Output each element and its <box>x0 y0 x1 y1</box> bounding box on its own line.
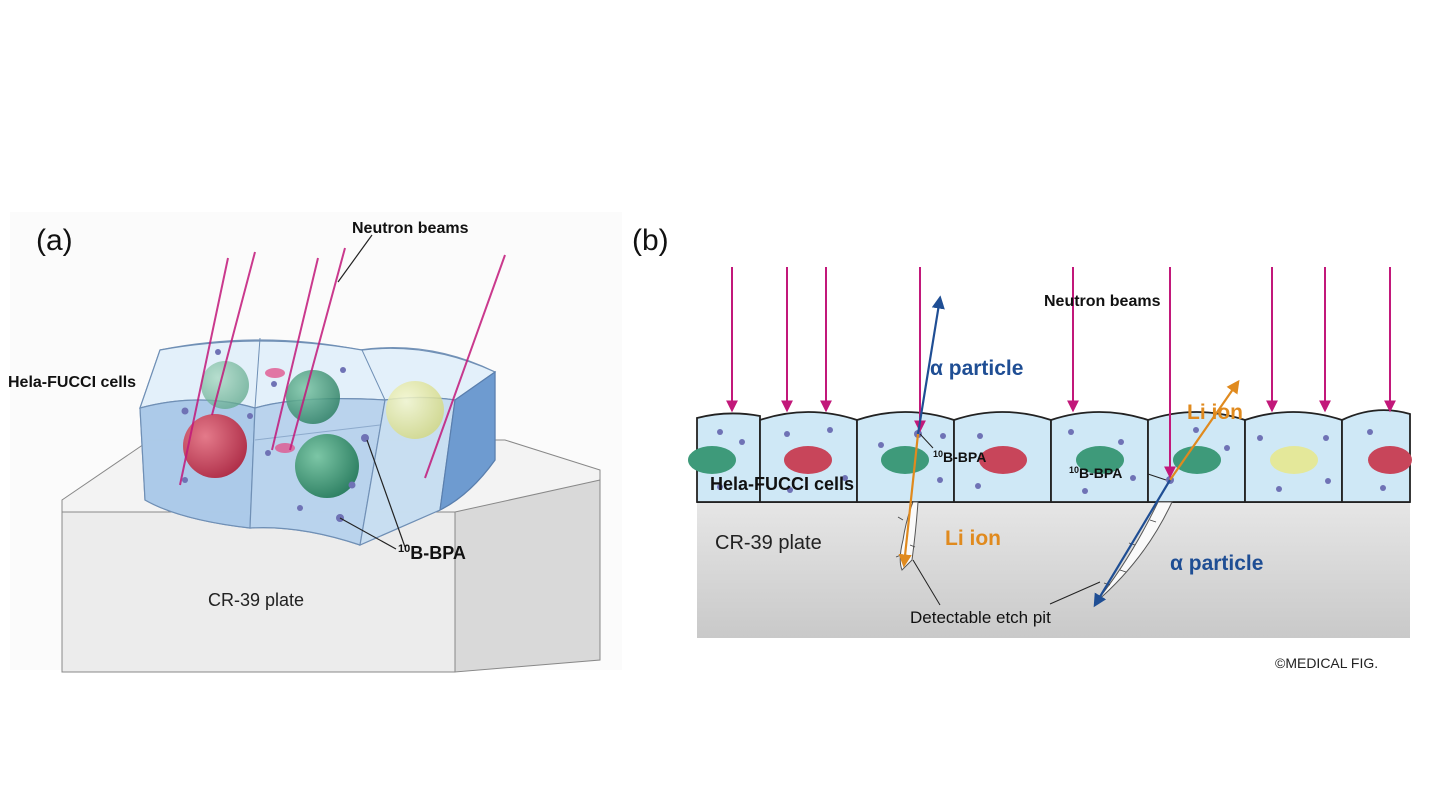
panel-b-bpa-left-label: 10B-BPA <box>933 449 986 465</box>
panel-a-bpa-text: B-BPA <box>410 543 466 563</box>
panel-b-leader-lines <box>912 433 1167 606</box>
panel-a-letter: (a) <box>36 224 73 257</box>
panel-b-cells-label: Hela-FUCCI cells <box>710 474 854 494</box>
panel-b-bpa-right-label: 10B-BPA <box>1069 465 1122 481</box>
panel-b-nuclei <box>688 446 1412 474</box>
panel-a-plate-label: CR-39 plate <box>208 590 304 610</box>
panel-b-particle-tracks <box>898 295 1240 608</box>
panel-b-bpa-right-sup: 10 <box>1069 465 1079 475</box>
panel-a-neutron-beams <box>179 247 506 486</box>
panel-b-cr39-plate <box>697 502 1410 638</box>
panel-a: (a) Neutron beams Hela-FUCCI cells 10B-B… <box>8 212 622 673</box>
panel-b: (b) Neutron beams α particle Li ion 10B-… <box>632 224 1412 638</box>
copyright-label: ©MEDICAL FIG. <box>1275 655 1378 671</box>
panel-a-bpa-label: 10B-BPA <box>398 543 466 563</box>
panel-b-li-upper-label: Li ion <box>1187 401 1243 424</box>
panel-b-alpha-upper-label: α particle <box>930 357 1023 380</box>
panel-a-cell-cluster <box>139 337 497 546</box>
panel-b-bpa-left-text: B-BPA <box>943 449 986 465</box>
panel-b-alpha-lower-label: α particle <box>1170 552 1263 575</box>
panel-b-li-lower-label: Li ion <box>945 527 1001 550</box>
panel-b-bpa-left-sup: 10 <box>933 449 943 459</box>
panel-a-neutron-beams-label: Neutron beams <box>352 220 469 237</box>
panel-b-bpa-right-text: B-BPA <box>1079 465 1122 481</box>
panel-a-leader-lines <box>337 234 406 550</box>
panel-b-plate-label: CR-39 plate <box>715 532 822 554</box>
panel-b-neutron-beams <box>726 267 1396 479</box>
panel-b-etch-pit-label: Detectable etch pit <box>910 608 1051 627</box>
panel-b-letter: (b) <box>632 224 669 257</box>
panel-b-neutron-beams-label: Neutron beams <box>1044 293 1161 310</box>
panel-a-cells-label: Hela-FUCCI cells <box>8 374 136 391</box>
panel-a-bpa-sup: 10 <box>398 543 410 555</box>
